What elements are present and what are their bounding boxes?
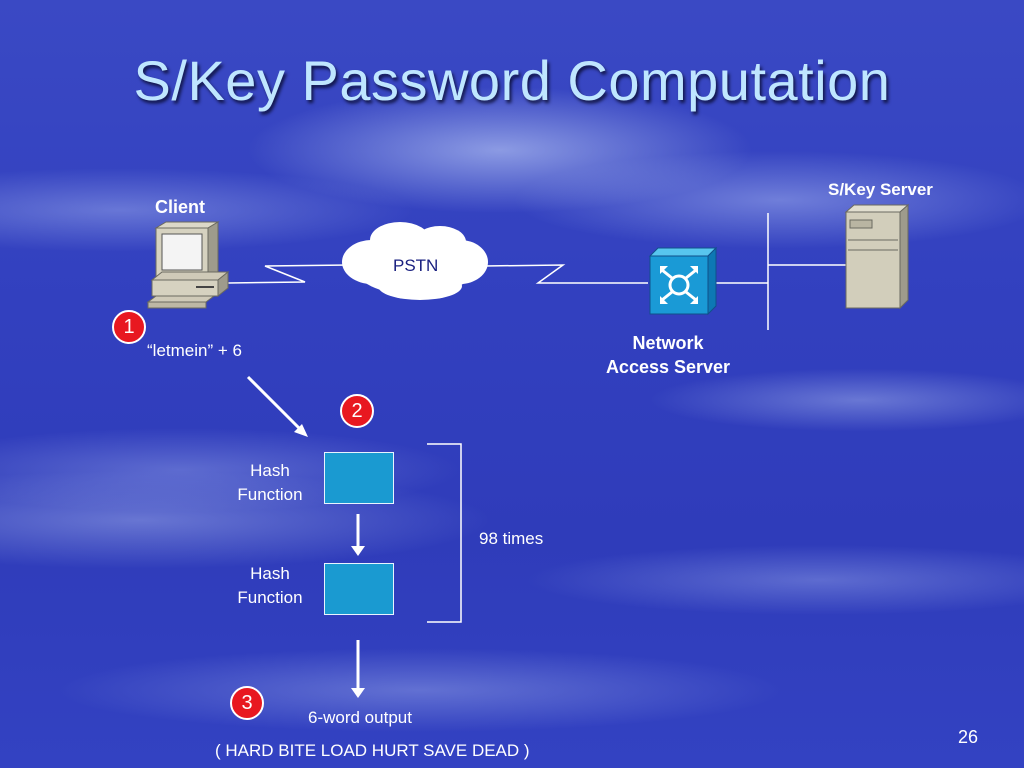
- hash-function-box-2: [324, 563, 394, 615]
- step-3-output-words: ( HARD BITE LOAD HURT SAVE DEAD ): [215, 741, 530, 760]
- hash-1-label-line2: Function: [237, 485, 303, 504]
- slide-title: S/Key Password Computation: [133, 49, 891, 112]
- step-1-input-text: “letmein” + 6: [147, 341, 242, 360]
- page-number: 26: [957, 727, 978, 747]
- hash-2-label-line2: Function: [237, 588, 303, 607]
- client-pstn-link: [227, 264, 351, 284]
- skey-server-label: S/Key Server: [828, 180, 933, 199]
- step-2-badge: 2: [340, 394, 374, 428]
- hash-2-label-line1: Hash: [250, 564, 290, 583]
- output-arrow-head: [351, 688, 365, 698]
- step-1-badge: 1: [112, 310, 146, 344]
- hash-1-label-line1: Hash: [250, 461, 290, 480]
- tower-server-icon: [844, 203, 910, 310]
- step-3-output-text: 6-word output: [308, 708, 412, 727]
- desktop-computer-icon: [146, 221, 230, 309]
- client-label: Client: [155, 197, 206, 217]
- hash-chain-arrow-head: [351, 546, 365, 556]
- repeat-count-label: 98 times: [479, 529, 544, 548]
- nas-label-line2: Access Server: [605, 357, 731, 377]
- pstn-nas-link: [483, 264, 648, 284]
- hash-function-box-1: [324, 452, 394, 504]
- step-3-badge: 3: [230, 686, 264, 720]
- cloud-icon: [342, 222, 488, 300]
- repeat-bracket: [427, 443, 462, 623]
- pstn-label: PSTN: [393, 256, 439, 275]
- network-access-server-icon: [648, 246, 718, 316]
- input-arrow: [246, 375, 303, 432]
- nas-label-line1: Network: [632, 333, 704, 353]
- input-arrow-head: [294, 424, 308, 437]
